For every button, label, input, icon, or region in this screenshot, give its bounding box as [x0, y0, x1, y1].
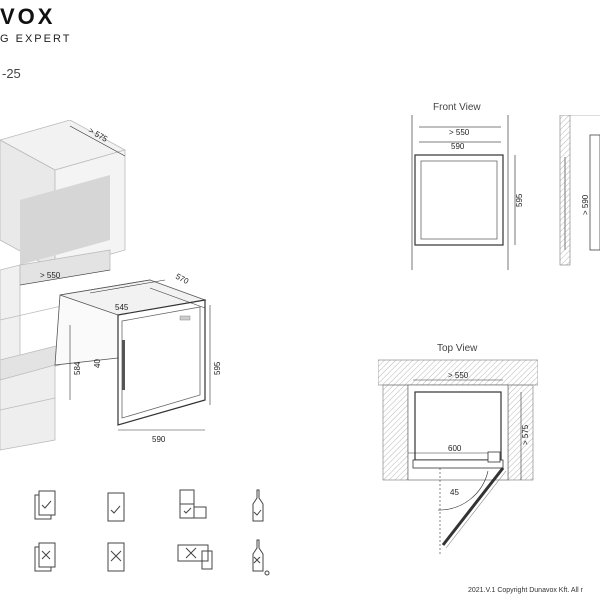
door-cross-icon: [107, 542, 125, 572]
front-dim-595: 595: [515, 193, 524, 207]
top-dim-angle-45: 45: [450, 488, 459, 497]
documents-check-icon: [34, 490, 56, 520]
side-dim-590: > 590: [581, 194, 590, 215]
dim-gap-40: 40: [93, 359, 102, 368]
cabinet-cross-icon: [177, 544, 213, 570]
front-view-diagram: > 550 590 595 > 590: [411, 115, 600, 270]
dim-width-545: 545: [115, 303, 129, 312]
top-view-diagram: > 550 600 > 575 45: [378, 359, 538, 555]
upper-cabinet: [0, 120, 127, 271]
guideline-icons: [34, 489, 270, 576]
door-check-icon: [107, 492, 125, 522]
front-dim-590: 590: [451, 142, 465, 151]
dim-depth-570: 570: [174, 272, 190, 286]
top-view-title: Top View: [437, 343, 478, 354]
top-dim-575: > 575: [521, 424, 530, 445]
dim-width-550: > 550: [40, 271, 61, 280]
front-dim-550: > 550: [449, 128, 470, 137]
dim-height-595: 595: [213, 361, 222, 375]
cabinet-stack-check-icon: [179, 489, 207, 519]
bottle-cross-icon: [252, 539, 270, 576]
bottle-check-icon: [252, 489, 264, 522]
dim-height-584: 584: [73, 361, 82, 375]
top-dim-600: 600: [448, 444, 462, 453]
dimension-lines: [19, 125, 211, 431]
documents-cross-icon: [34, 542, 56, 572]
brand-tagline: G EXPERT: [0, 33, 72, 45]
installation-diagram: > 575 > 550 545 570 584 40 595 590: [0, 120, 222, 451]
front-view-title: Front View: [433, 102, 481, 113]
copyright-notice: 2021.V.1 Copyright Dunavox Kft. All r: [468, 587, 583, 594]
top-dim-550: > 550: [448, 371, 469, 380]
wine-cooler: [54, 279, 207, 426]
dim-width-590: 590: [152, 435, 166, 444]
brand-logo: VOX: [0, 4, 56, 29]
model-number: -25: [2, 66, 21, 81]
